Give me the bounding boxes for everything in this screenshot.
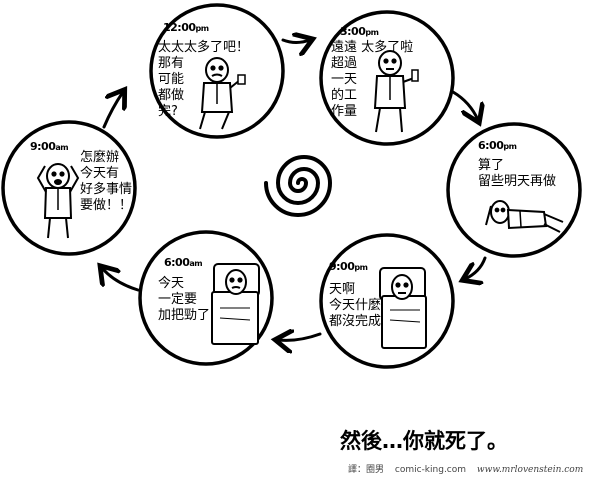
panel-2-caption: 遠遠 太多了啦 超過 一天 的工 作量 [331, 40, 414, 119]
panel-1-character [199, 57, 246, 130]
panel-3-circle [446, 122, 582, 258]
panel-6-character [36, 163, 80, 239]
panel-5-bed [211, 263, 260, 345]
arrow-3-to-4 [465, 256, 487, 279]
panel-2-time: 3:00pm [340, 25, 379, 38]
panel-1-caption: 太太太多了吧！ 那有 可能 都做 完? [158, 40, 250, 119]
panel-1-time: 12:00pm [163, 21, 209, 34]
panel-3-character [485, 200, 564, 233]
panel-3-caption: 算了 留些明天再做 [478, 158, 557, 189]
panel-5-time: 6:00am [164, 256, 203, 269]
panel-4-bed [379, 267, 427, 349]
arrow-5-to-6 [102, 268, 140, 292]
spiral [264, 155, 333, 217]
arrow-4-to-5 [278, 334, 322, 340]
panel-4-time: 9:00pm [329, 260, 368, 273]
ending-caption: 然後…你就死了。 [340, 429, 508, 453]
panel-2-character [373, 50, 419, 133]
panel-5-caption: 今天 一定要 加把勁了 [158, 276, 211, 323]
arrow-2-to-3 [451, 90, 478, 120]
panel-6-caption: 怎麼辦 今天有 好多事情 要做！！ [80, 150, 133, 213]
panel-3-time: 6:00pm [478, 139, 517, 152]
credits: 譯：圈男 comic-king.com www.mrlovenstein.com [348, 462, 591, 475]
arrow-6-to-1 [102, 92, 123, 129]
panel-6-time: 9:00am [30, 140, 69, 153]
site-link-comic-king[interactable]: comic-king.com [394, 465, 467, 475]
translator-credit: 譯：圈男 [348, 465, 385, 475]
arrow-1-to-2 [281, 40, 310, 43]
site-link-mrlovenstein[interactable]: www.mrlovenstein.com [476, 465, 584, 475]
panel-4-caption: 天啊 今天什麼 都沒完成 [329, 282, 382, 329]
